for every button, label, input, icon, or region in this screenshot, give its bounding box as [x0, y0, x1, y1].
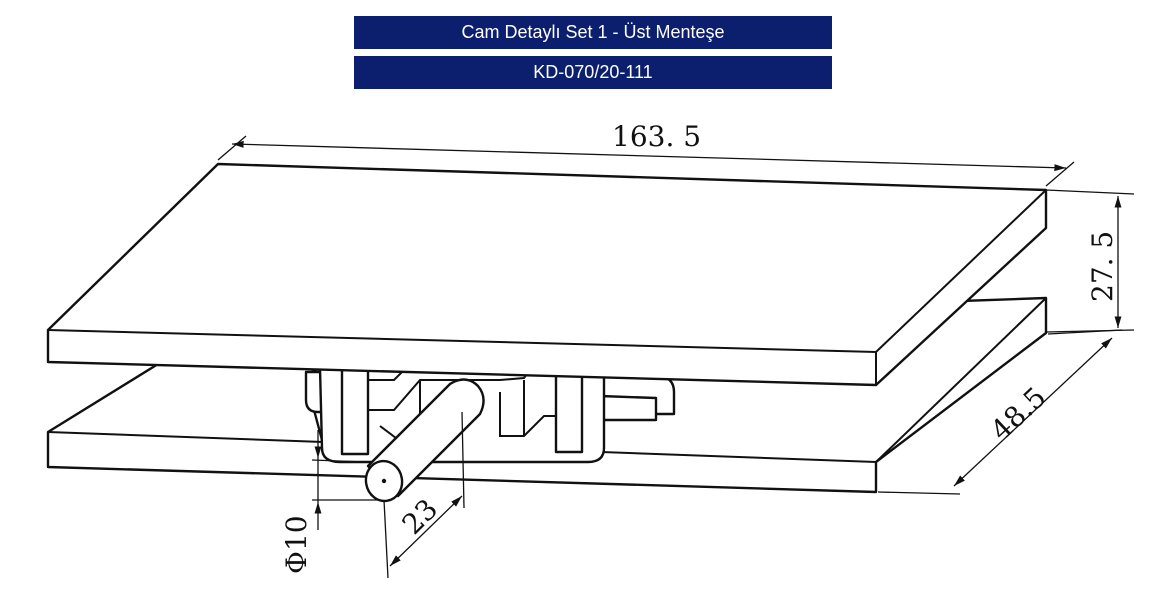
depth-dimension-label: 48.5 [984, 380, 1052, 447]
pin-diameter-dimension: Φ10 [280, 430, 380, 574]
hinge-pin [364, 378, 485, 503]
height-dimension: 27. 5 [1045, 189, 1135, 333]
length-dimension: 163. 5 [217, 120, 1075, 187]
product-title: Cam Detaylı Set 1 - Üst Menteşe [354, 16, 832, 49]
length-dimension-label: 163. 5 [612, 120, 701, 153]
product-code: KD-070/20-111 [354, 56, 832, 89]
pin-diameter-label: Φ10 [280, 515, 313, 574]
pin-length-label: 23 [396, 492, 445, 541]
height-dimension-label: 27. 5 [1086, 231, 1119, 302]
top-plate [46, 162, 1048, 387]
